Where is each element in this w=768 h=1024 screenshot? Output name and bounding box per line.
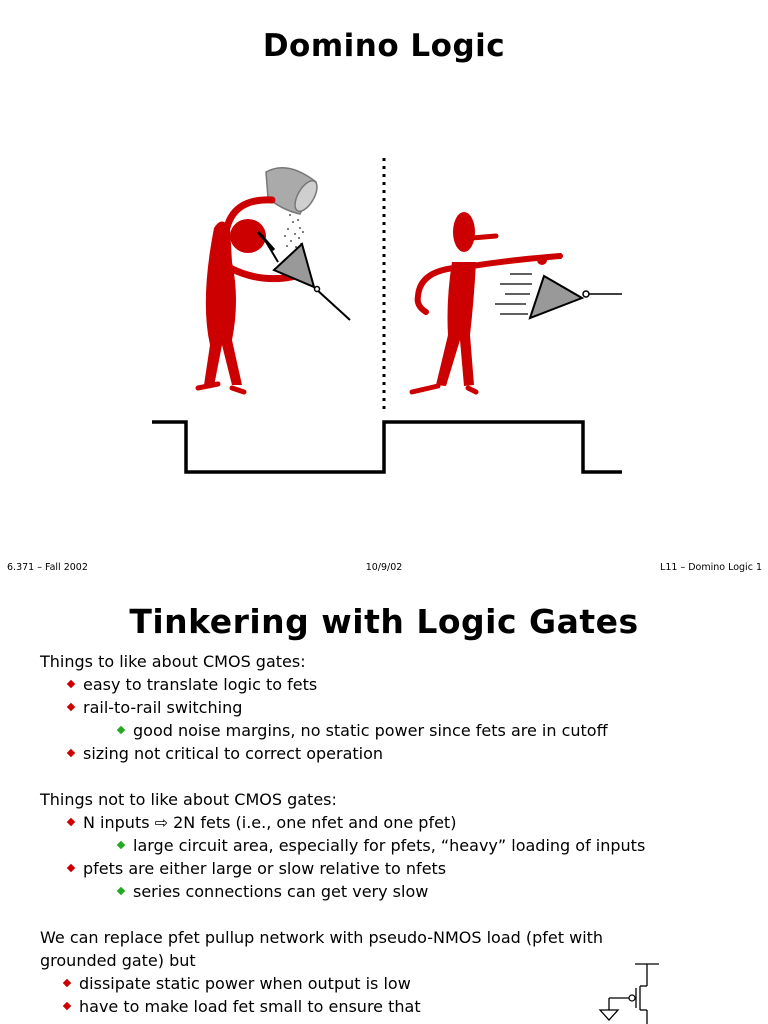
- bullet-diamond-icon: [116, 886, 126, 895]
- pseudo-nmos-schematic-icon: [598, 963, 659, 1024]
- slide2-title: Tinkering with Logic Gates: [129, 602, 639, 641]
- section-heading-dislikes: Things not to like about CMOS gates:: [40, 790, 337, 809]
- section-heading-likes: Things to like about CMOS gates:: [40, 652, 306, 671]
- footer-course: 6.371 – Fall 2002: [7, 562, 88, 573]
- bullet-diamond-icon: [62, 1001, 72, 1010]
- bullet-diamond-icon: [66, 679, 76, 688]
- list-item: rail-to-rail switching: [66, 696, 242, 719]
- footer-page: L11 – Domino Logic 1: [660, 562, 762, 573]
- slide1-title: Domino Logic: [262, 28, 506, 64]
- domino-illustration: [152, 158, 622, 474]
- figure-pouring-bucket-icon: [195, 167, 351, 395]
- bullet-diamond-icon: [66, 863, 76, 872]
- list-item: N inputs ⇨ 2N fets (i.e., one nfet and o…: [66, 811, 456, 834]
- list-item: sizing not critical to correct operation: [66, 742, 383, 765]
- list-item: dissipate static power when output is lo…: [62, 972, 411, 995]
- list-item: good noise margins, no static power sinc…: [116, 719, 608, 742]
- list-item: have to make load fet small to ensure th…: [62, 995, 421, 1018]
- bullet-diamond-icon: [66, 702, 76, 711]
- list-item: large circuit area, especially for pfets…: [116, 834, 645, 857]
- bullet-diamond-icon: [62, 978, 72, 987]
- footer-date: 10/9/02: [365, 562, 403, 573]
- section-heading-pseudo-nmos: We can replace pfet pullup network with …: [40, 928, 604, 947]
- buffer-gate-icon: [495, 273, 622, 320]
- list-item: series connections can get very slow: [116, 880, 428, 903]
- bullet-diamond-icon: [116, 725, 126, 734]
- bucket-icon: [265, 167, 318, 215]
- bullet-diamond-icon: [116, 840, 126, 849]
- list-item: pfets are either large or slow relative …: [66, 857, 446, 880]
- section-heading-pseudo-nmos-cont: grounded gate) but: [40, 951, 196, 970]
- clock-waveform: [152, 420, 622, 474]
- tilted-gate-icon: [261, 234, 351, 321]
- bullet-diamond-icon: [66, 817, 76, 826]
- list-item: easy to translate logic to fets: [66, 673, 317, 696]
- figure-pointing-icon: [409, 212, 563, 395]
- bullet-diamond-icon: [66, 748, 76, 757]
